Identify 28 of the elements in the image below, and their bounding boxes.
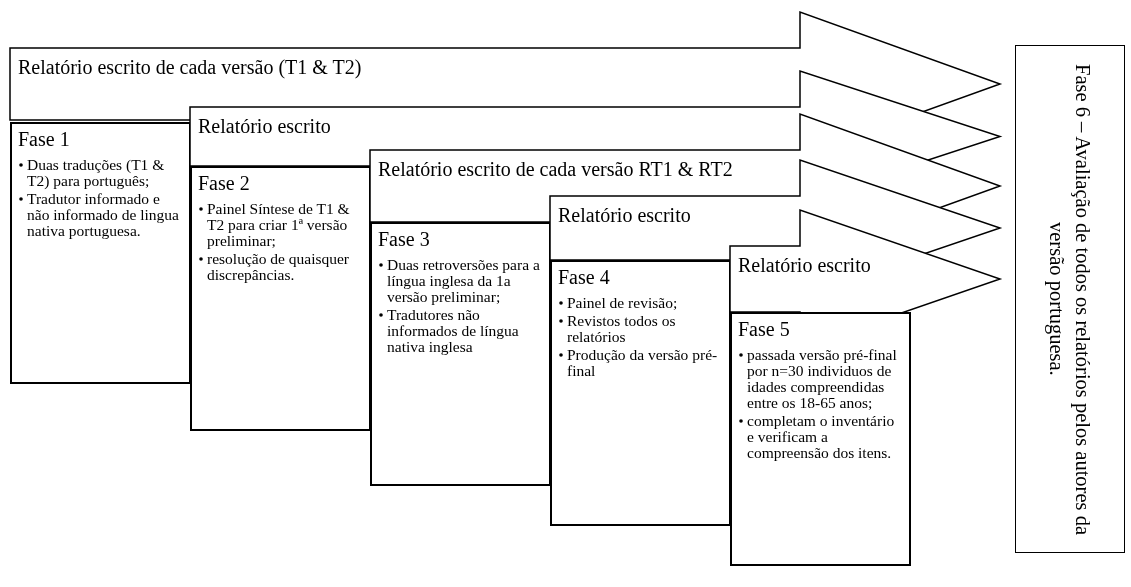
band-label: Relatório escrito de cada versão (T1 & T2) <box>18 56 362 79</box>
bullet-text: Tradutor informado e não informado de lingua nativa portuguesa. <box>27 190 179 239</box>
phase-box <box>730 312 911 566</box>
bullet-text: Revistos todos os relatórios <box>567 312 676 345</box>
phase-label: Fase 6 – Avaliação de todos os relatórios pelos autores da versão portuguesa. <box>1044 62 1095 537</box>
phase-box <box>1015 45 1125 553</box>
phase-box <box>370 222 551 486</box>
phase-box <box>550 260 731 526</box>
band-label: Relatório escrito <box>198 115 331 138</box>
bullet-text: Tradutores não informados de língua nativa inglesa <box>387 306 519 355</box>
bullet-text: Duas traduções (T1 & T2) para português; <box>27 156 165 189</box>
phase-box <box>190 166 371 431</box>
bullet-text: Produção da versão pré-final <box>567 346 718 379</box>
bullet-text: passada versão pré-final por n=30 individuos de idades compreendidas entre os 18-65 anos; <box>747 346 897 411</box>
bullet-text: resolução de quaisquer discrepâncias. <box>207 250 350 283</box>
phase-heading: Fase 3 <box>378 228 431 251</box>
band-label: Relatório escrito <box>738 254 871 277</box>
phase-box <box>10 122 191 384</box>
phase-heading: Fase 1 <box>18 128 71 151</box>
bullet-text: completam o inventário e verificam a compreensão dos itens. <box>747 412 895 461</box>
band-label: Relatório escrito <box>558 204 691 227</box>
phase-heading: Fase 4 <box>558 266 611 289</box>
phase-heading: Fase 2 <box>198 172 251 195</box>
phase-heading: Fase 5 <box>738 318 791 341</box>
bullet-text: Duas retroversões para a língua inglesa da 1a versão preliminar; <box>387 256 540 305</box>
bullet-text: Painel de revisão; <box>567 294 678 311</box>
bullet-text: Painel Síntese de T1 & T2 para criar 1ª versão preliminar; <box>207 200 350 249</box>
band-label: Relatório escrito de cada versão RT1 & RT2 <box>378 158 733 181</box>
